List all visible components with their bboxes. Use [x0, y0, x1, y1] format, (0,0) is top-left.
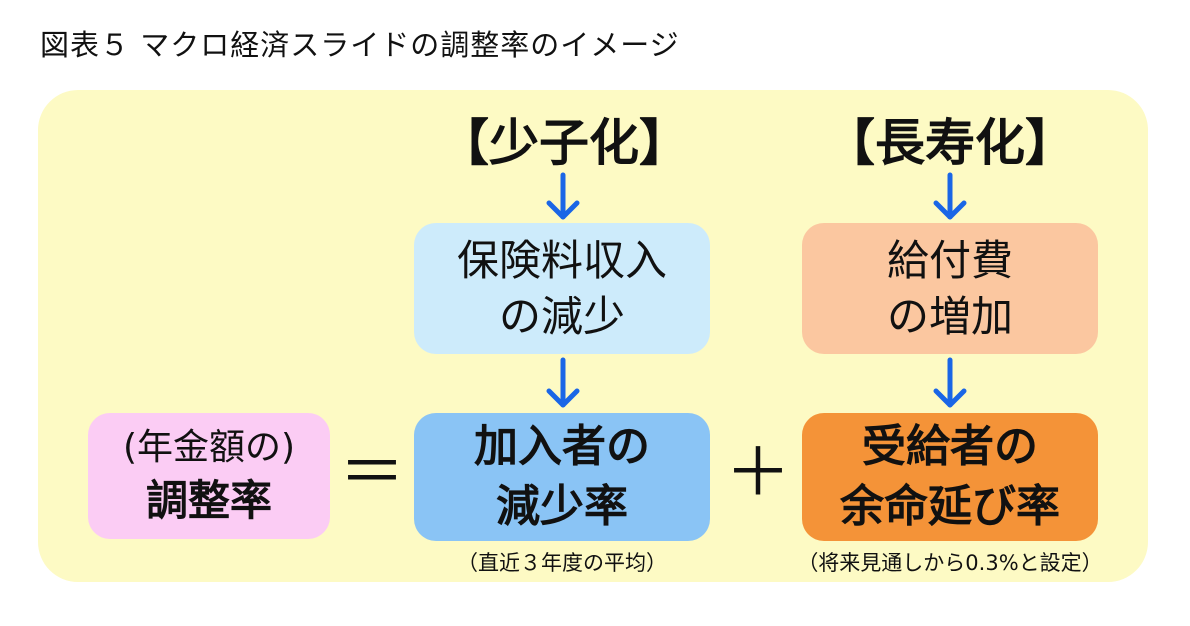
member-decrease-rate-box: 加入者の 減少率: [414, 413, 710, 541]
adjustment-rate-line2: 調整率: [145, 476, 272, 525]
plus-sign: ＋: [725, 434, 791, 511]
arrow-birthrate-to-premium: [546, 172, 580, 220]
life-expectancy-rate-line1: 受給者の: [862, 421, 1038, 472]
premium-decrease-box: 保険料収入 の減少: [414, 223, 710, 354]
arrow-longevity-to-benefit: [933, 172, 967, 220]
equals-sign: ＝: [339, 434, 405, 511]
benefit-increase-line2: の増加: [886, 291, 1013, 341]
life-expectancy-note: （将来見通しから0.3%と設定）: [797, 551, 1103, 575]
arrow-premium-to-member-rate: [546, 357, 580, 408]
cause-longevity-label: 【長寿化】: [825, 114, 1075, 172]
benefit-increase-line1: 給付費: [886, 235, 1013, 285]
member-rate-note: （直近３年度の平均）: [457, 551, 667, 575]
premium-decrease-line2: の減少: [498, 291, 625, 341]
adjustment-rate-box: (年金額の) 調整率: [88, 413, 330, 539]
member-decrease-rate-line2: 減少率: [496, 481, 628, 532]
cause-birthrate-label: 【少子化】: [439, 114, 689, 172]
figure-title: 図表５ マクロ経済スライドの調整率のイメージ: [40, 28, 680, 62]
adjustment-rate-line1: (年金額の): [122, 427, 296, 468]
life-expectancy-rate-box: 受給者の 余命延び率: [802, 413, 1098, 541]
life-expectancy-rate-line2: 余命延び率: [840, 481, 1060, 532]
benefit-increase-box: 給付費 の増加: [802, 223, 1098, 354]
premium-decrease-line1: 保険料収入: [456, 235, 667, 285]
member-decrease-rate-line1: 加入者の: [474, 421, 650, 472]
arrow-benefit-to-life-rate: [933, 357, 967, 408]
